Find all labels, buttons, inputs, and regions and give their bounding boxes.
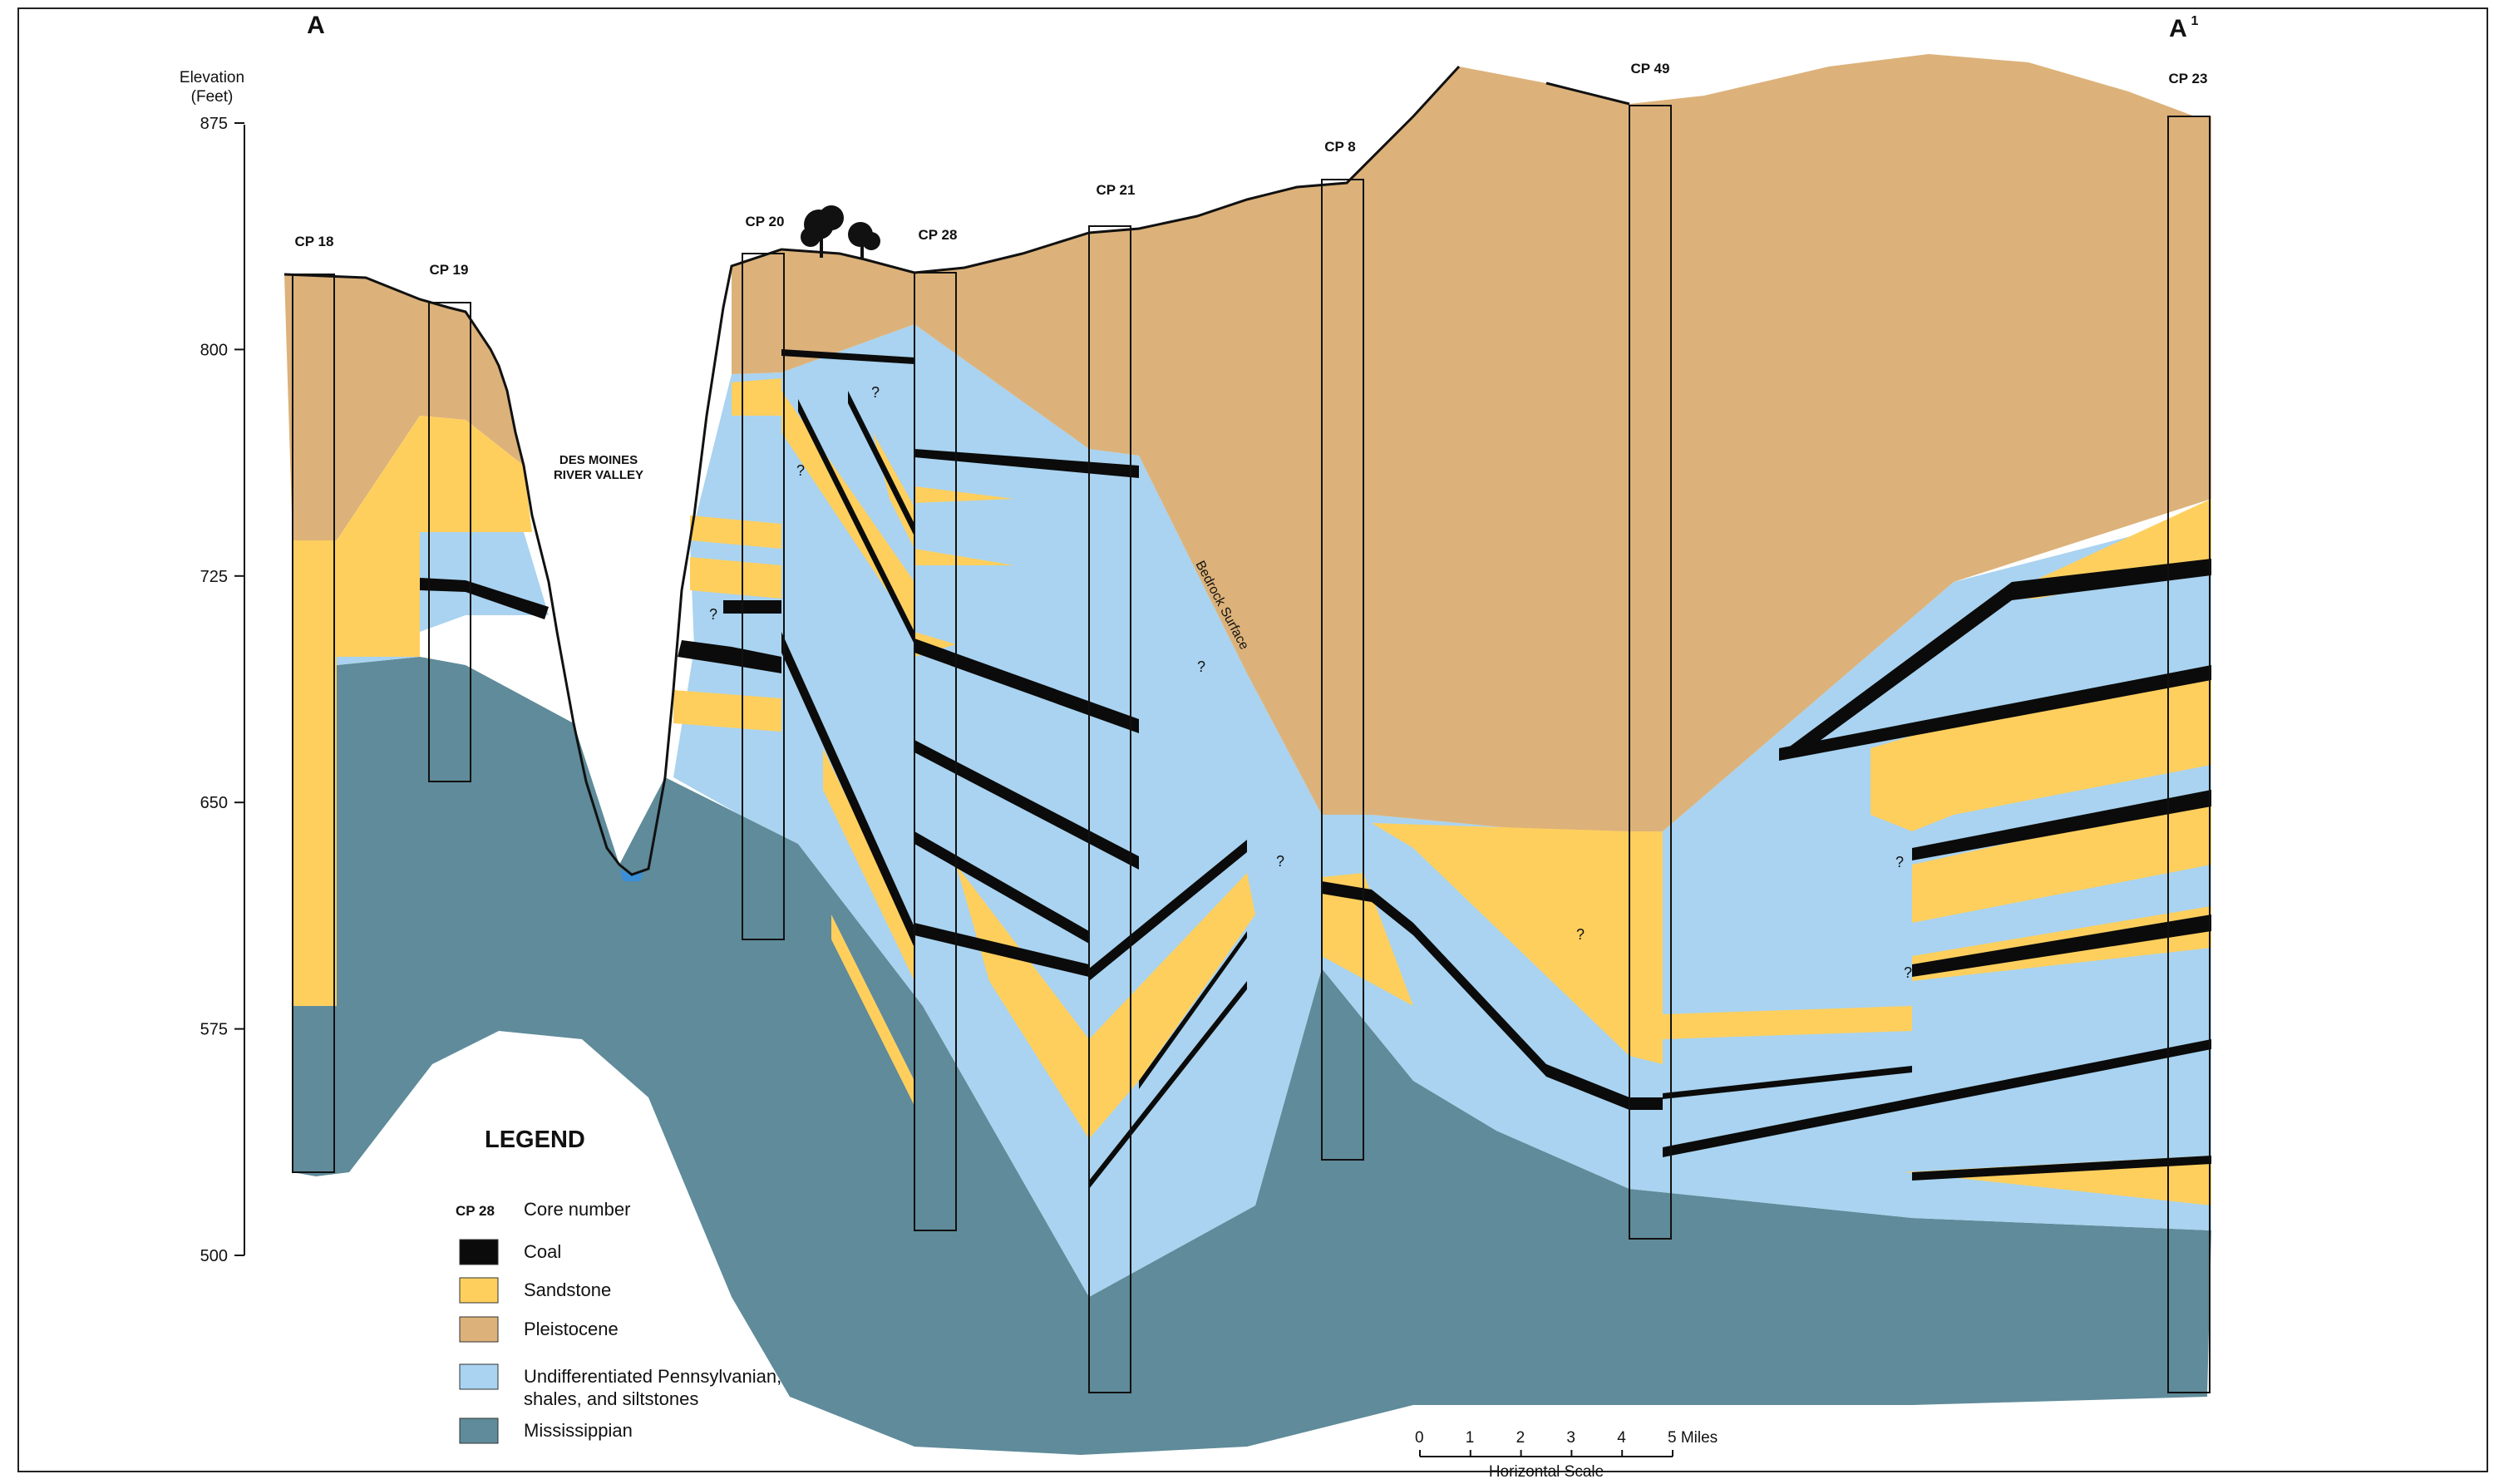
legend-swatch	[459, 1316, 499, 1343]
core-label: CP 18	[295, 234, 334, 249]
coal-seams	[420, 349, 2211, 1189]
legend-core-sample: CP 28	[456, 1203, 495, 1219]
legend-core-label: Core number	[524, 1199, 630, 1220]
core-label: CP 21	[1097, 182, 1136, 198]
uncertainty-mark: ?	[1197, 658, 1205, 675]
legend-label-line2: shales, and siltstones	[524, 1388, 698, 1409]
uncertainty-mark: ?	[1904, 964, 1912, 981]
scale-title: Horizontal Scale	[1489, 1463, 1604, 1480]
axis-ticks: 875 800 725 650 575 500	[200, 115, 244, 1265]
figure-frame	[17, 7, 2488, 1472]
uncertainty-mark: ?	[1276, 853, 1284, 870]
geologic-layers	[284, 54, 2211, 1455]
core-boreholes	[292, 105, 2211, 1393]
core-borehole	[292, 274, 335, 1173]
legend-swatch	[459, 1239, 499, 1265]
core-borehole	[742, 253, 785, 940]
uncertainty-mark: ?	[1576, 926, 1585, 943]
legend-swatch	[459, 1277, 499, 1304]
mississippian-layer	[293, 657, 2211, 1455]
core-label: CP 28	[919, 227, 958, 243]
core-label: CP 19	[430, 262, 469, 278]
legend-label: Undifferentiated Pennsylvanian,	[524, 1366, 781, 1387]
legend-label: Mississippian	[524, 1420, 633, 1441]
core-label: CP 20	[746, 214, 785, 229]
uncertainty-mark: ?	[709, 606, 717, 623]
tree-icons	[801, 205, 880, 259]
core-label: CP 8	[1324, 139, 1356, 155]
ground-surface-line	[283, 65, 1461, 876]
uncertainty-marks: ????????	[709, 384, 1912, 981]
uncertainty-mark: ?	[796, 462, 805, 479]
axis-tick-label: 575	[200, 1021, 228, 1039]
surface-line-top	[1545, 81, 1630, 106]
legend-label: Coal	[524, 1241, 561, 1262]
legend-title: LEGEND	[485, 1127, 585, 1153]
core-label: CP 49	[1631, 61, 1670, 76]
core-borehole	[1629, 105, 1672, 1240]
pleistocene-layer	[284, 54, 2211, 831]
scale-tick-label: 0	[1415, 1429, 1424, 1447]
core-borehole	[1321, 179, 1364, 1161]
core-borehole	[1088, 225, 1131, 1393]
axis-title-line1: Elevation	[180, 69, 244, 86]
legend: LEGEND CP 28 Core number CoalSandstonePl…	[456, 1127, 781, 1444]
axis-tick-label: 800	[200, 341, 228, 359]
legend-label: Sandstone	[524, 1279, 611, 1300]
valley-label-line1: DES MOINES	[559, 453, 638, 467]
scale-ticks: 0 1 2 3 4 5 Miles	[1415, 1429, 1718, 1457]
axis-tick-label: 650	[200, 794, 228, 812]
scale-tick-label: 4	[1617, 1429, 1626, 1447]
elevation-axis: Elevation (Feet) 875 800 725 650 575 500	[180, 69, 245, 1265]
horizontal-scale: 0 1 2 3 4 5 Miles Horizontal Scale	[1415, 1429, 1718, 1481]
scale-tick-label: 5 Miles	[1668, 1429, 1718, 1447]
legend-swatch	[459, 1363, 499, 1390]
pennsylvanian-layer	[337, 324, 2211, 1297]
legend-label: Pleistocene	[524, 1319, 619, 1339]
section-label-right-superscript: 1	[2191, 14, 2199, 28]
section-label-right: A	[2169, 15, 2187, 42]
legend-swatch	[459, 1417, 499, 1444]
core-borehole	[2167, 116, 2211, 1393]
scale-tick-label: 3	[1566, 1429, 1575, 1447]
core-labels: CP 18 CP 19 CP 20 CP 28 CP 21 CP 8 CP 49 CP 23	[295, 61, 2208, 278]
axis-title-line2: (Feet)	[191, 88, 234, 106]
core-borehole	[428, 302, 471, 782]
scale-tick-label: 2	[1516, 1429, 1525, 1447]
section-label-left: A	[307, 12, 325, 39]
uncertainty-mark: ?	[871, 384, 880, 401]
scale-tick-label: 1	[1466, 1429, 1475, 1447]
axis-tick-label: 725	[200, 568, 228, 586]
core-borehole	[914, 272, 957, 1231]
legend-items: CoalSandstonePleistoceneUndifferentiated…	[459, 1239, 781, 1444]
axis-tick-label: 500	[200, 1247, 228, 1265]
valley-label-line2: RIVER VALLEY	[554, 468, 643, 482]
axis-tick-label: 875	[200, 115, 228, 133]
core-label: CP 23	[2169, 71, 2208, 86]
uncertainty-mark: ?	[1895, 854, 1904, 870]
